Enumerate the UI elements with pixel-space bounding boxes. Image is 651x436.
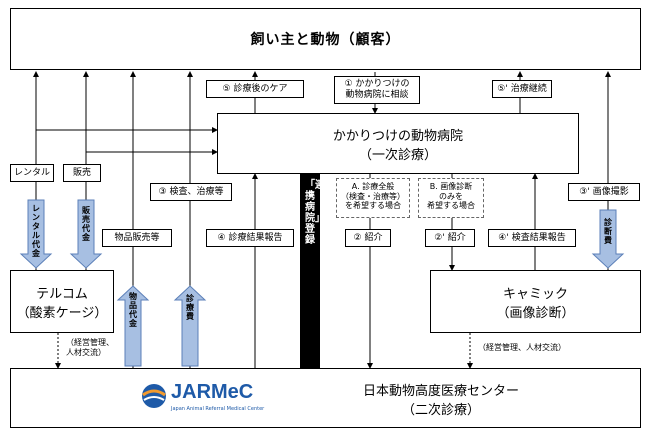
diagnosis-fee-text: 診断費 — [604, 218, 612, 245]
center-name: 日本動物高度医療センター — [362, 384, 519, 399]
rental-fee-text: レンタル代金 — [32, 204, 40, 258]
image-shoot-label: ③' 画像撮影 — [568, 183, 640, 201]
medical-fee-arrow — [173, 285, 207, 367]
clinic-name: かかりつけの動物病院 — [332, 128, 464, 144]
option-a-line1: A. 診療全般 — [351, 182, 395, 191]
logo-subtext: Japan Animal Referral Medical Center — [171, 406, 265, 412]
affiliate-registration-text: 「連携病院」登録 — [305, 180, 325, 246]
mgmt-left-note: （経営管理、 人材交流） — [66, 338, 114, 358]
sales-label: 販売 — [63, 164, 101, 182]
diagnosis-fee-arrow — [591, 209, 625, 269]
consult-line2: 動物病院に相談 — [345, 89, 409, 100]
camic-name: キャミック — [502, 286, 568, 302]
exam-treat-label: ③ 検査、治療等 — [150, 183, 232, 201]
option-b-note: B. 画像診断 のみを 希望する場合 — [418, 178, 484, 218]
option-b-line1: B. 画像診断 — [429, 182, 473, 191]
referral-label: ② 紹介 — [345, 229, 391, 247]
treat-continue-label: ⑤' 治療継続 — [492, 80, 552, 98]
product-sales-label: 物品販売等 — [102, 229, 172, 247]
mgmt-right-note: （経営管理、人材交流） — [478, 343, 566, 352]
option-b-line2: のみを — [439, 191, 463, 201]
telecom-name: テルコム — [36, 286, 88, 302]
referral-prime-label: ②' 紹介 — [425, 229, 475, 247]
center-box: JARMeC Japan Animal Referral Medical Cen… — [10, 368, 641, 428]
product-fee-text: 物品代金 — [129, 292, 137, 328]
mgmt-left-line1: （経営管理、 — [66, 338, 114, 347]
telecom-type: （酸素ケージ） — [16, 305, 108, 321]
exam-report-label: ④' 検査結果報告 — [488, 229, 576, 247]
clinic-type: （一次診療） — [358, 147, 437, 163]
product-fee-arrow — [116, 285, 150, 367]
sales-fee-text: 販売代金 — [82, 206, 90, 242]
affiliate-bar — [300, 174, 320, 368]
globe-icon — [142, 384, 166, 408]
sales-fee-arrow — [69, 199, 103, 269]
option-a-note: A. 診療全般 （検査・治療等） を希望する場合 — [336, 178, 410, 218]
rental-label: レンタル — [10, 164, 54, 182]
telecom-box: テルコム （酸素ケージ） — [10, 270, 114, 333]
camic-type: （画像診断） — [496, 305, 575, 321]
result-report-label: ④ 診療結果報告 — [206, 229, 294, 247]
option-a-line3: を希望する場合 — [345, 201, 401, 211]
jarmec-logo: JARMeC Japan Animal Referral Medical Cen… — [141, 379, 301, 419]
owner-box: 飼い主と動物（顧客） — [10, 8, 641, 70]
owner-label: 飼い主と動物（顧客） — [250, 32, 401, 48]
rental-fee-arrow — [19, 199, 53, 269]
consult-label: ① かかりつけの 動物病院に相談 — [334, 76, 420, 104]
aftercare-label: ⑤ 診療後のケア — [206, 80, 304, 98]
option-a-line2: （検査・治療等） — [341, 191, 405, 201]
clinic-box: かかりつけの動物病院 （一次診療） — [217, 113, 579, 174]
center-type: （二次診療） — [401, 403, 480, 418]
logo-text: JARMeC — [171, 381, 254, 403]
mgmt-left-line2: 人材交流） — [66, 348, 106, 357]
consult-line1: ① かかりつけの — [344, 79, 410, 89]
medical-fee-text: 診療費 — [186, 294, 194, 321]
camic-box: キャミック （画像診断） — [430, 270, 641, 333]
option-b-line3: 希望する場合 — [427, 201, 475, 211]
